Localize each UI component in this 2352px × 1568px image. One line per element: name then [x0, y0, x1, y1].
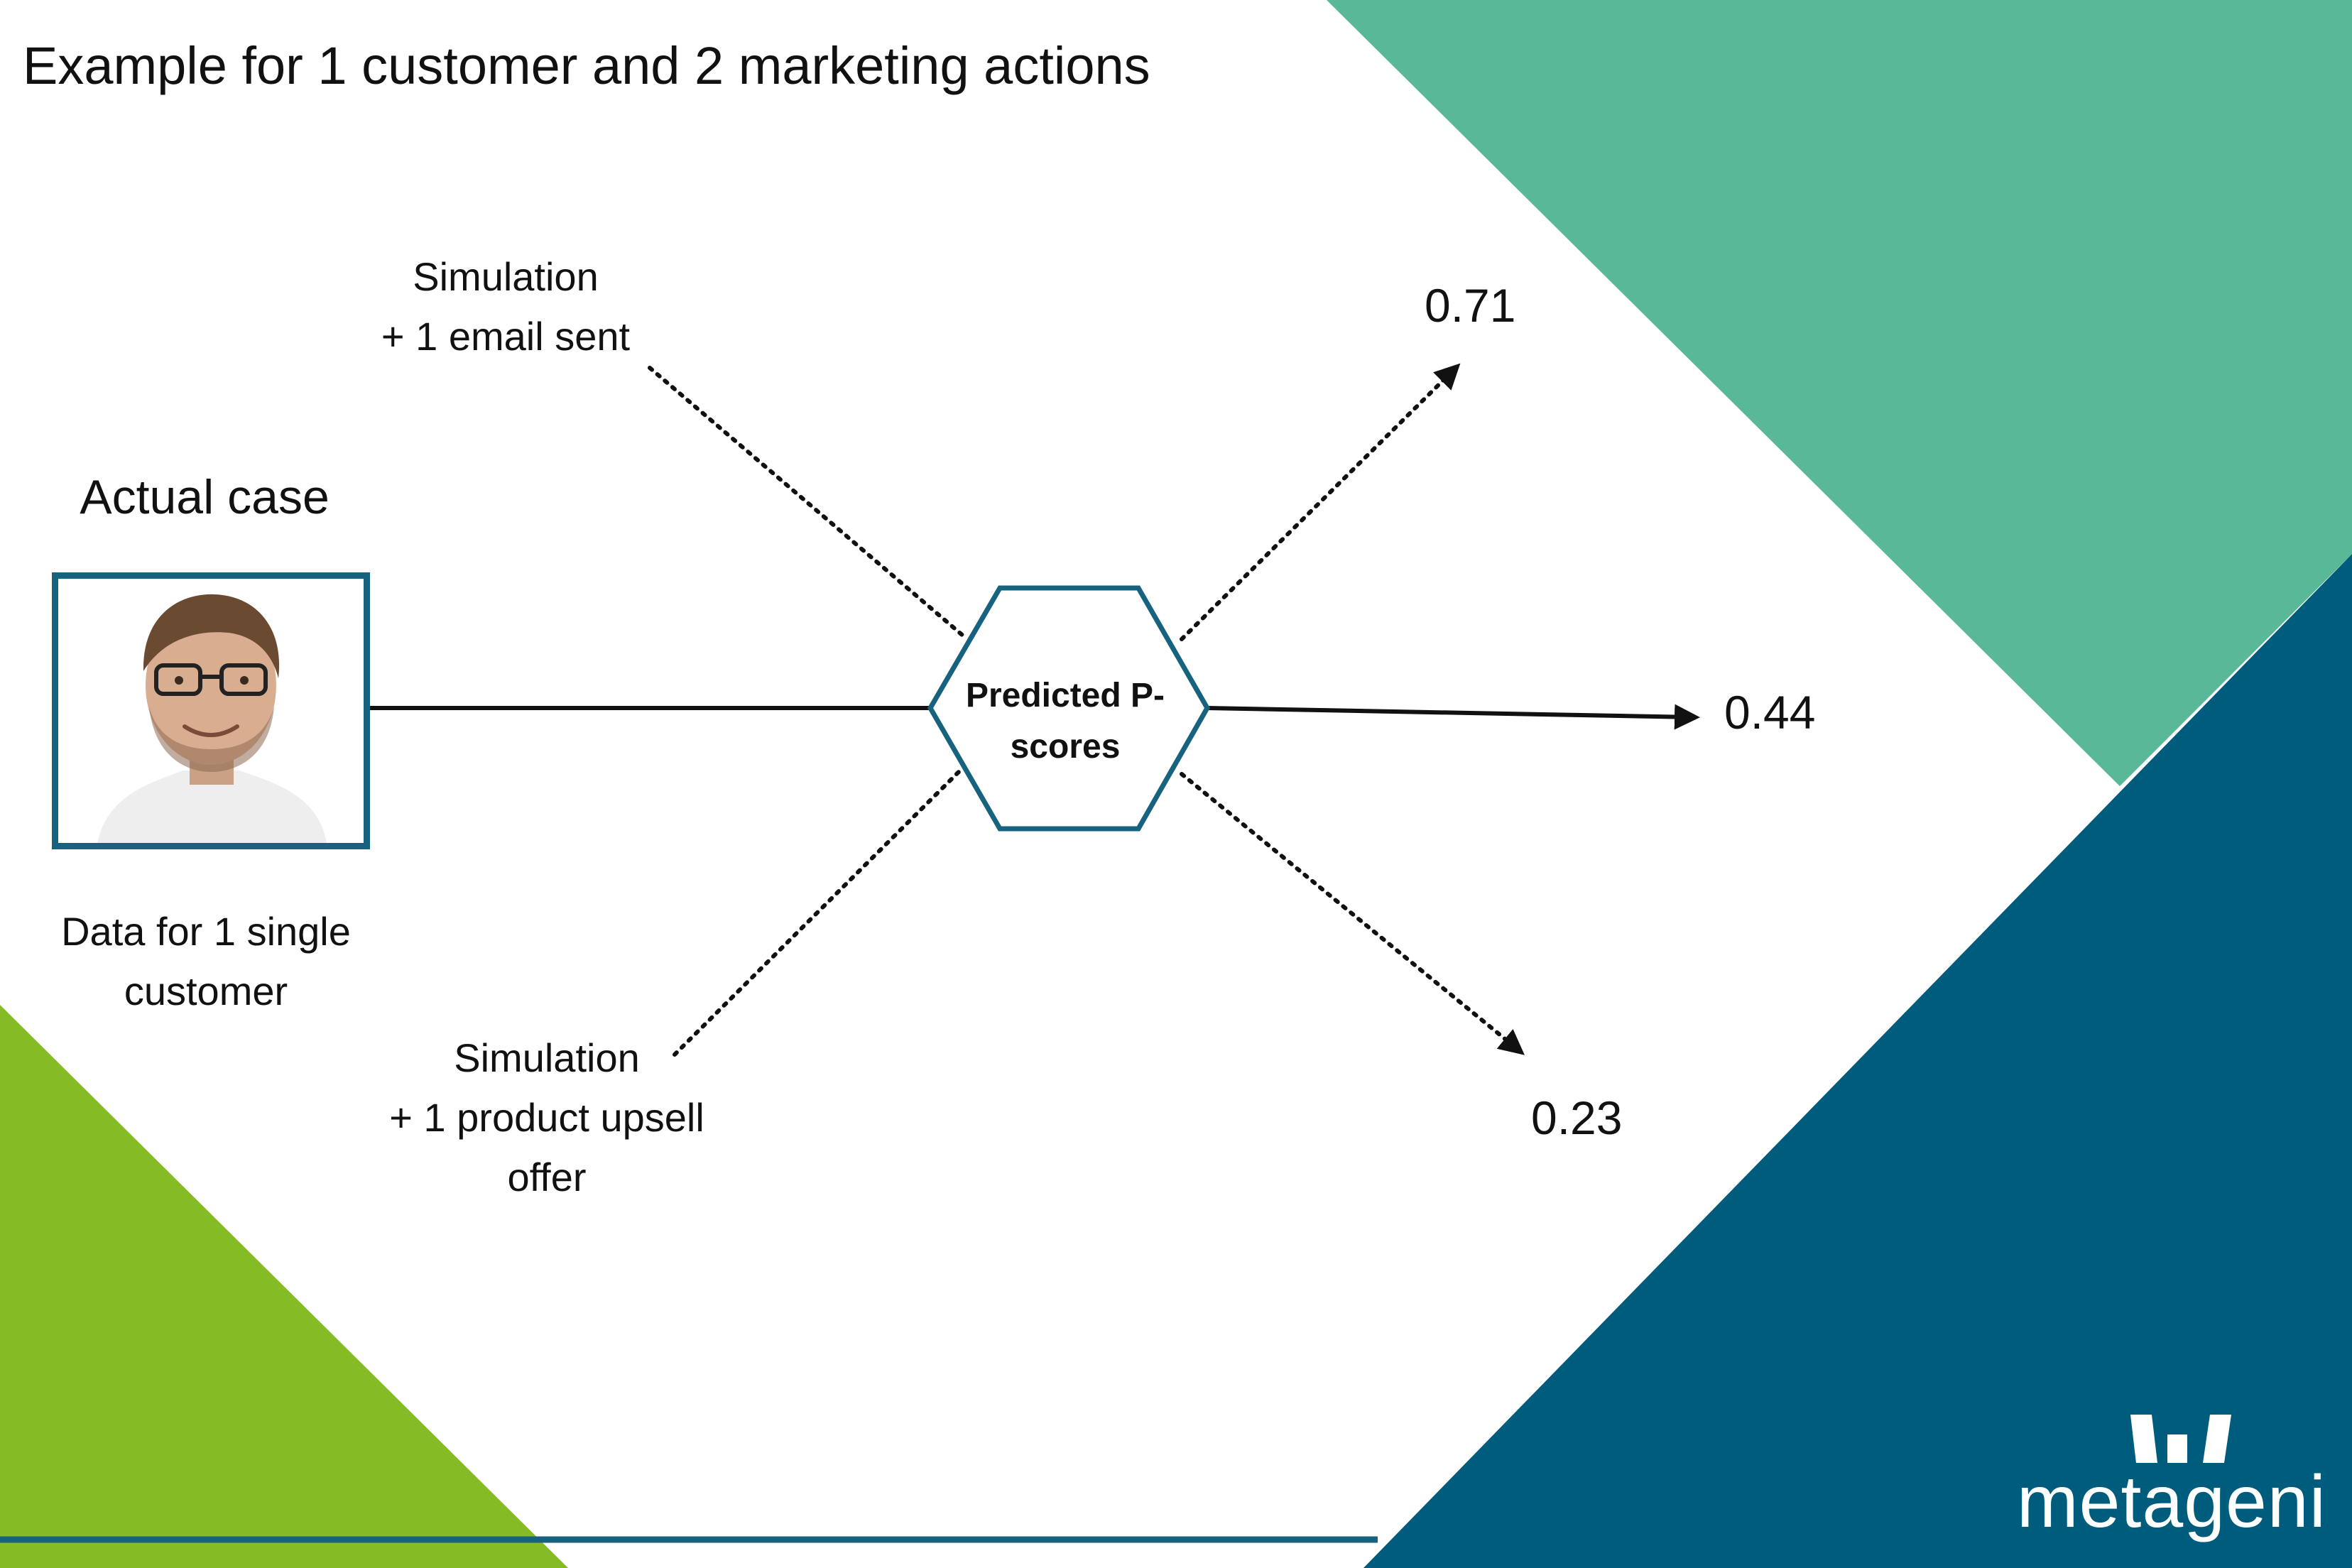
actual-case-heading: Actual case [80, 470, 330, 524]
upsell-input-connector [673, 770, 961, 1057]
metageni-logo-wordmark: metageni [2017, 1461, 2326, 1543]
lime-green-shape [0, 1005, 568, 1568]
predicted-p-scores-hexagon [927, 585, 1211, 832]
customer-caption: Data for 1 single customer [61, 902, 351, 1021]
customer-caption-line-1: Data for 1 single [61, 909, 351, 954]
predicted-p-scores-label: Predicted P- scores [930, 670, 1200, 773]
upsell-score-value: 0.23 [1531, 1091, 1623, 1144]
metageni-logo-icon [2130, 1415, 2231, 1463]
customer-photo-frame [52, 572, 370, 849]
customer-caption-line-2: customer [124, 969, 288, 1013]
simulation-upsell-line-1: Simulation [454, 1035, 640, 1080]
simulation-email-line-1: Simulation [413, 254, 599, 299]
simulation-email-label: Simulation + 1 email sent [381, 247, 630, 366]
teal-green-shape [1327, 0, 2352, 786]
page-title: Example for 1 customer and 2 marketing a… [23, 36, 1150, 95]
simulation-upsell-line-3: offer [507, 1155, 587, 1199]
simulation-upsell-label: Simulation + 1 product upsell offer [389, 1028, 704, 1207]
simulation-upsell-line-2: + 1 product upsell [389, 1095, 704, 1140]
email-input-connector [648, 366, 965, 638]
customer-avatar [58, 579, 364, 843]
simulation-email-line-2: + 1 email sent [381, 314, 631, 359]
hub-label-line-1: Predicted P- [965, 677, 1165, 714]
email-score-arrow [1180, 363, 1461, 641]
upsell-score-arrow [1180, 772, 1525, 1055]
actual-score-value: 0.44 [1724, 686, 1816, 739]
actual-score-arrow [1207, 704, 1700, 730]
hub-label-line-2: scores [1010, 728, 1121, 766]
dark-blue-shape [1363, 554, 2352, 1568]
email-score-value: 0.71 [1425, 279, 1516, 332]
